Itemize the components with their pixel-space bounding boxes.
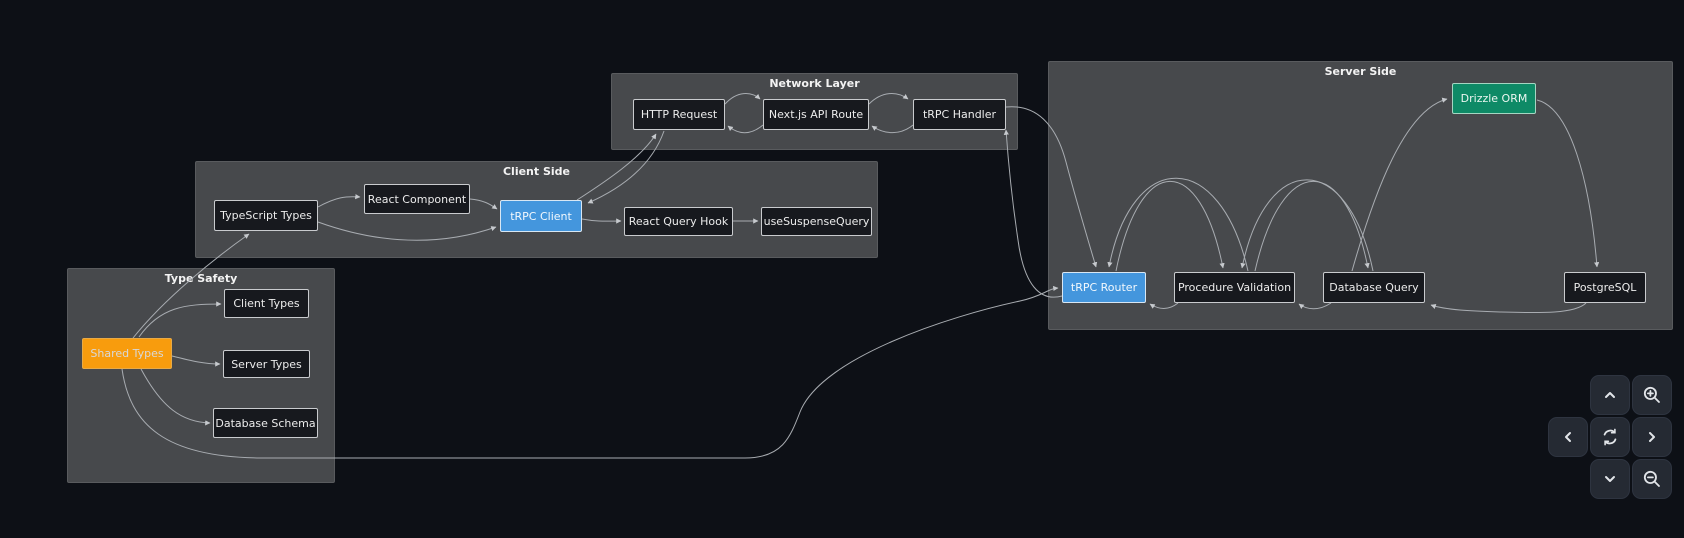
magnifier-plus-icon: [1642, 385, 1662, 405]
node-trpc-router[interactable]: tRPC Router: [1062, 272, 1146, 303]
pan-up-button[interactable]: [1590, 375, 1630, 415]
sync-arrows-icon: [1600, 427, 1620, 447]
node-shared-types[interactable]: Shared Types: [82, 338, 172, 369]
node-react-query-hook[interactable]: React Query Hook: [624, 207, 733, 236]
node-nextjs-api-route[interactable]: Next.js API Route: [763, 99, 869, 130]
node-use-suspense-query[interactable]: useSuspenseQuery: [761, 207, 872, 236]
pan-down-button[interactable]: [1590, 459, 1630, 499]
node-trpc-handler[interactable]: tRPC Handler: [913, 99, 1006, 130]
view-controls: [1548, 375, 1672, 499]
chevron-left-icon: [1559, 428, 1577, 446]
node-procedure-validation[interactable]: Procedure Validation: [1174, 272, 1295, 303]
node-drizzle-orm[interactable]: Drizzle ORM: [1452, 83, 1536, 114]
node-react-component[interactable]: React Component: [364, 184, 470, 214]
node-database-query[interactable]: Database Query: [1323, 272, 1425, 303]
group-network-layer-label: Network Layer: [769, 77, 860, 90]
zoom-in-button[interactable]: [1632, 375, 1672, 415]
node-database-schema[interactable]: Database Schema: [213, 408, 318, 438]
chevron-right-icon: [1643, 428, 1661, 446]
chevron-down-icon: [1601, 470, 1619, 488]
pan-left-button[interactable]: [1548, 417, 1588, 457]
node-postgresql[interactable]: PostgreSQL: [1564, 272, 1646, 303]
group-client-side-label: Client Side: [502, 165, 571, 178]
chevron-up-icon: [1601, 386, 1619, 404]
group-type-safety-label: Type Safety: [164, 272, 238, 285]
group-server-side-label: Server Side: [1324, 65, 1397, 78]
node-server-types[interactable]: Server Types: [223, 350, 310, 378]
node-http-request[interactable]: HTTP Request: [633, 99, 725, 130]
node-client-types[interactable]: Client Types: [224, 289, 309, 318]
magnifier-minus-icon: [1642, 469, 1662, 489]
node-typescript-types[interactable]: TypeScript Types: [214, 200, 318, 231]
zoom-out-button[interactable]: [1632, 459, 1672, 499]
pan-right-button[interactable]: [1632, 417, 1672, 457]
node-trpc-client[interactable]: tRPC Client: [500, 200, 582, 232]
reset-view-button[interactable]: [1590, 417, 1630, 457]
